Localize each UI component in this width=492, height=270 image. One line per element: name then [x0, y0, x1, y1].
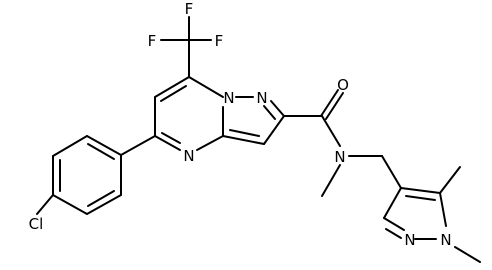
bond-c5-methyl	[439, 166, 461, 194]
atom-n-pyrazole: N	[256, 89, 267, 107]
atom-n-amide: N	[334, 148, 345, 166]
atom-n-pz2: N	[404, 231, 415, 249]
atom-n-bridge: N	[223, 89, 234, 107]
bond-c3-c3a	[222, 135, 265, 145]
atom-f-left: F	[148, 32, 157, 50]
atom-o-carbonyl: O	[337, 76, 349, 94]
bond-n2-c3-double	[385, 228, 402, 239]
bond-c-n-amide	[321, 115, 341, 147]
atom-n-pyrimidine: N	[183, 147, 194, 165]
bond-n4-c3a	[196, 135, 224, 151]
bond-aryl-5-double	[87, 190, 115, 207]
bond-c-o-1	[320, 89, 339, 117]
atom-f-right: F	[215, 32, 224, 50]
bond-ch2-ring	[381, 155, 402, 189]
bond-c7-c6	[154, 76, 190, 98]
bond-c4-c5-double	[405, 195, 436, 201]
bond-c5-n1	[439, 192, 447, 227]
bond-n2-c2	[270, 100, 285, 117]
bond-n2-c3	[383, 217, 405, 231]
bond-c3-c4	[383, 187, 402, 219]
bond-n1-methyl	[454, 246, 481, 263]
bond-c-o-2	[325, 92, 344, 120]
bond-c5-n4-double	[161, 132, 181, 144]
bond-c2-c3	[263, 115, 285, 145]
bond-aryl-1-double	[87, 143, 115, 160]
bond-c5-n4	[154, 135, 181, 151]
atom-cl: Cl	[29, 215, 44, 233]
atom-n-pz1: N	[440, 231, 451, 249]
bond-aryl-2	[52, 135, 88, 157]
atom-f-top: F	[185, 0, 194, 18]
bond-aryl-4	[52, 194, 88, 215]
atom-labels: F F F N N N O N Cl N N	[29, 0, 452, 249]
bond-aryl-5	[86, 194, 122, 215]
bond-c5-aryl	[120, 135, 156, 156]
bond-aryl-cl	[36, 194, 54, 215]
bond-c7-c6-double	[160, 85, 187, 102]
bond-lines	[36, 16, 481, 263]
bond-c7-n	[188, 76, 224, 98]
bond-c3-c3a-double	[229, 129, 260, 137]
bond-n-methyl	[321, 164, 341, 197]
bond-c4-c5	[400, 187, 441, 194]
bond-aryl-1	[86, 135, 122, 156]
bond-n2-c2-double	[263, 105, 276, 120]
